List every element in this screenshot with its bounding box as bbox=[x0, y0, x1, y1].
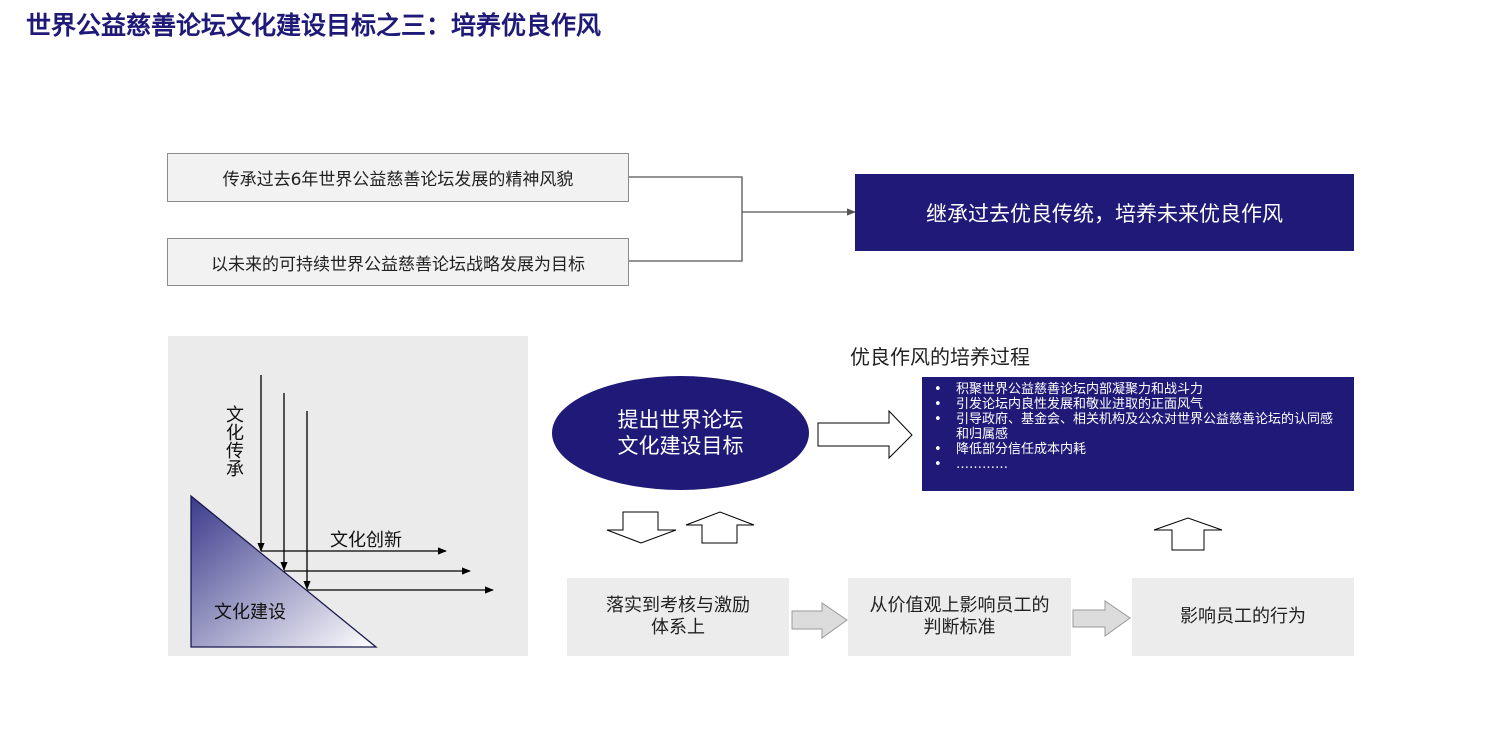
flow-arrow-1 bbox=[791, 602, 848, 639]
bullet-item: 引发论坛内良性发展和敬业进取的正面风气 bbox=[932, 397, 1344, 413]
page-title: 世界公益慈善论坛文化建设目标之三：培养优良作风 bbox=[26, 11, 602, 40]
up-block-arrow-right bbox=[1153, 517, 1223, 551]
source-box-heritage: 传承过去6年世界公益慈善论坛发展的精神风貌 bbox=[167, 153, 629, 202]
flow-box-incentive: 落实到考核与激励 体系上 bbox=[567, 578, 789, 656]
source-box-future-label: 以未来的可持续世界公益慈善论坛战略发展为目标 bbox=[211, 254, 585, 275]
flow-box-values-line2: 判断标准 bbox=[923, 617, 996, 638]
target-box-label: 继承过去优良传统，培养未来优良作风 bbox=[926, 201, 1283, 226]
bullet-item: ………… bbox=[932, 457, 1344, 473]
target-box: 继承过去优良传统，培养未来优良作风 bbox=[855, 174, 1354, 251]
bullet-item: 积聚世界公益慈善论坛内部凝聚力和战斗力 bbox=[932, 382, 1344, 398]
source-box-heritage-label: 传承过去6年世界公益慈善论坛发展的精神风貌 bbox=[222, 170, 574, 190]
source-box-future: 以未来的可持续世界公益慈善论坛战略发展为目标 bbox=[167, 238, 629, 286]
process-title: 优良作风的培养过程 bbox=[850, 345, 1030, 369]
bullet-item: 降低部分信任成本内耗 bbox=[932, 442, 1344, 458]
flow-box-values: 从价值观上影响员工的 判断标准 bbox=[848, 578, 1071, 656]
flow-box-behavior-line1: 影响员工的行为 bbox=[1180, 605, 1306, 627]
goal-ellipse: 提出世界论坛 文化建设目标 bbox=[552, 376, 809, 490]
bullet-item: 引导政府、基金会、相关机构及公众对世界公益慈善论坛的认同感和归属感 bbox=[932, 412, 1344, 443]
innovation-label: 文化创新 bbox=[330, 530, 402, 551]
down-block-arrow bbox=[606, 511, 677, 544]
right-block-arrow bbox=[817, 409, 913, 460]
flow-box-behavior: 影响员工的行为 bbox=[1132, 578, 1354, 656]
up-block-arrow bbox=[685, 511, 755, 544]
flow-box-incentive-line2: 体系上 bbox=[651, 617, 705, 638]
flow-box-values-line1: 从价值观上影响员工的 bbox=[869, 594, 1050, 616]
goal-line-2: 文化建设目标 bbox=[617, 434, 744, 458]
flow-arrow-2 bbox=[1072, 600, 1131, 637]
process-bullets: 积聚世界公益慈善论坛内部凝聚力和战斗力 引发论坛内良性发展和敬业进取的正面风气 … bbox=[922, 377, 1354, 491]
flow-box-incentive-line1: 落实到考核与激励 bbox=[606, 594, 750, 616]
heritage-label: 文化传承 bbox=[223, 405, 244, 477]
goal-line-1: 提出世界论坛 bbox=[617, 407, 744, 432]
construction-label: 文化建设 bbox=[214, 602, 286, 623]
